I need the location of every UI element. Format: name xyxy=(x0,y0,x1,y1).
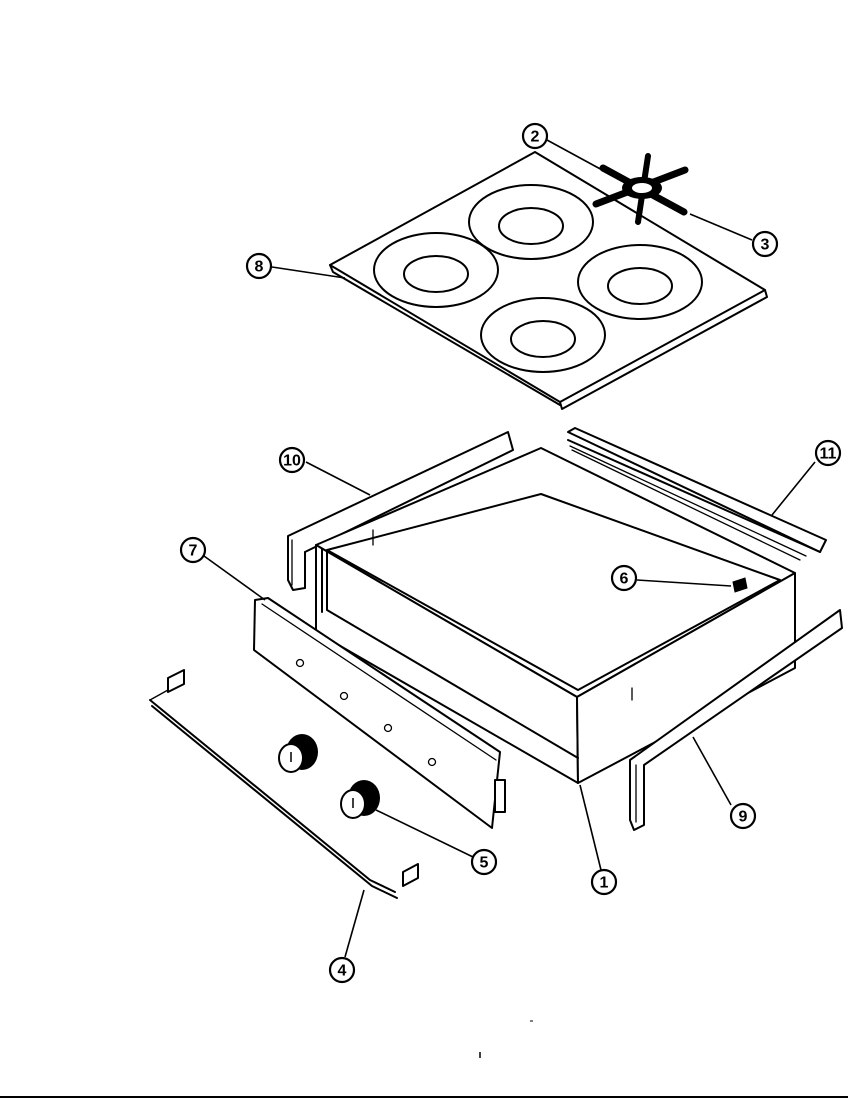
side-trim-left-part xyxy=(287,431,514,591)
callout-label: 3 xyxy=(761,237,770,254)
callout-circle xyxy=(245,252,273,280)
rear-trim-part xyxy=(567,427,827,561)
callout-circle xyxy=(751,230,779,258)
callout-label: 2 xyxy=(531,129,540,146)
callout-4: 4 xyxy=(328,956,356,984)
callout-circle xyxy=(521,122,549,150)
burner-back xyxy=(468,184,594,260)
side-trim-right-part xyxy=(629,609,843,831)
callout-circle xyxy=(814,439,842,467)
body-box-part xyxy=(315,447,796,784)
burner-grate-part xyxy=(592,153,689,225)
cooktop-part xyxy=(329,151,768,410)
callout-label: 1 xyxy=(600,875,609,892)
callout-label: 11 xyxy=(820,446,837,463)
callout-label: 5 xyxy=(480,855,489,872)
callout-circle xyxy=(610,564,638,592)
callout-circle xyxy=(590,868,618,896)
burner-right xyxy=(577,244,703,320)
callout-3: 3 xyxy=(751,230,779,258)
callout-circle xyxy=(470,848,498,876)
callout-label: 4 xyxy=(338,963,347,980)
callout-7: 7 xyxy=(179,536,207,564)
callout-label: 6 xyxy=(620,571,629,588)
callout-9: 9 xyxy=(729,802,757,830)
callout-group: 1 2 3 4 5 6 7 8 9 10 11 xyxy=(179,122,842,984)
burner-front xyxy=(480,297,606,373)
callout-1: 1 xyxy=(590,868,618,896)
callout-circle xyxy=(328,956,356,984)
callout-10: 10 xyxy=(278,446,306,474)
callout-6: 6 xyxy=(610,564,638,592)
page-bottom-rule xyxy=(0,1096,848,1098)
callout-circle xyxy=(729,802,757,830)
callout-label: 9 xyxy=(739,809,748,826)
control-knob-lower xyxy=(340,780,380,819)
callout-8: 8 xyxy=(245,252,273,280)
callout-label: 7 xyxy=(189,543,198,560)
callout-2: 2 xyxy=(521,122,549,150)
control-knob-upper xyxy=(278,734,318,773)
control-panel-part xyxy=(253,597,506,829)
burner-left xyxy=(373,232,499,308)
callout-5: 5 xyxy=(470,848,498,876)
callout-label: 8 xyxy=(255,259,264,276)
callout-label: 10 xyxy=(283,453,301,470)
callout-circle xyxy=(278,446,306,474)
callout-11: 11 xyxy=(814,439,842,467)
leader-lines xyxy=(203,139,816,958)
callout-circle xyxy=(179,536,207,564)
front-rod-part xyxy=(149,669,419,899)
